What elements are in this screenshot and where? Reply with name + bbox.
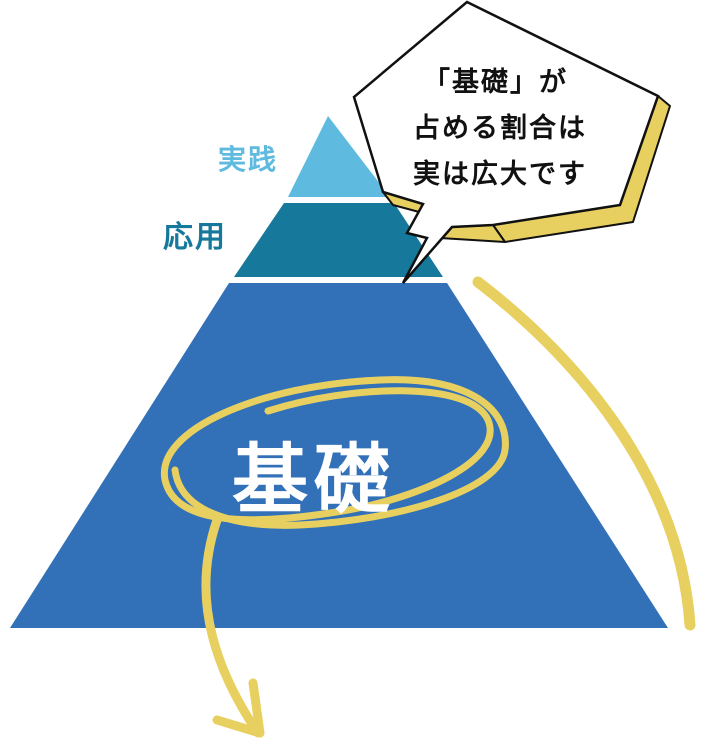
bubble-line: 占める割合は — [413, 113, 587, 144]
level-label-basics: 基礎 — [232, 435, 396, 524]
scribble-circle — [160, 376, 509, 529]
span-arc — [472, 276, 696, 631]
bubble-line: 実は広大です — [413, 159, 587, 190]
bubble-line: 「基礎」が — [423, 67, 568, 98]
pyramid-level-application — [234, 203, 443, 277]
speech-bubble — [352, 0, 660, 284]
pyramid-level-practice — [288, 116, 390, 197]
down-arrow-icon — [201, 515, 265, 738]
level-label-application: 応用 — [163, 220, 227, 255]
level-label-practice: 実践 — [218, 143, 279, 176]
bubble-text: 「基礎」が 占める割合は 実は広大です — [413, 60, 653, 198]
pyramid-level-basics — [10, 283, 668, 628]
